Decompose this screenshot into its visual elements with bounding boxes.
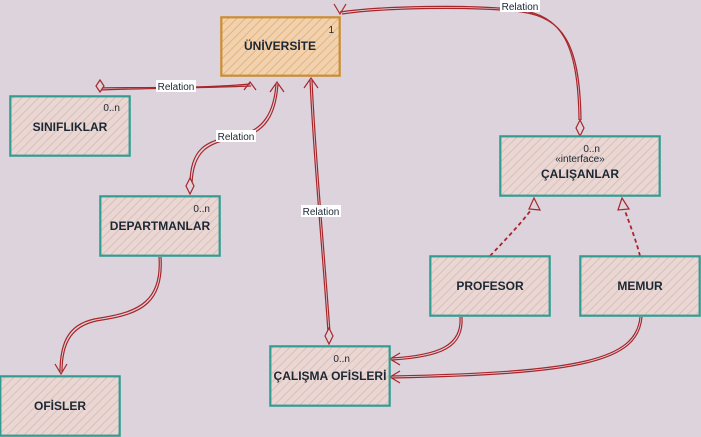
node-title: PROFESOR	[456, 279, 524, 293]
node-ofisler[interactable]: OFİSLER	[0, 375, 121, 437]
node-title: MEMUR	[617, 279, 663, 293]
node-calisma-ofisleri[interactable]: 0..n ÇALIŞMA OFİSLERİ	[269, 345, 391, 407]
node-memur[interactable]: MEMUR	[579, 255, 701, 317]
node-title: DEPARTMANLAR	[110, 219, 211, 233]
edge-label-universite-calisma: Relation	[301, 205, 341, 218]
node-title: ÇALIŞMA OFİSLERİ	[274, 368, 387, 383]
node-multiplicity: 0..n	[583, 144, 600, 155]
node-multiplicity: 0..n	[193, 204, 210, 215]
node-multiplicity: 0..n	[103, 103, 120, 114]
node-profesor[interactable]: PROFESOR	[429, 255, 551, 317]
edge-profesor-calisma[interactable]	[388, 316, 463, 366]
edge-universite-calisma[interactable]	[303, 76, 334, 346]
edge-departmanlar-ofisler[interactable]	[54, 256, 162, 376]
edge-memur-calisanlar[interactable]	[617, 196, 641, 257]
edge-label-universite-calisanlar: Relation	[500, 0, 540, 13]
edge-memur-calisma[interactable]	[388, 316, 643, 384]
node-stereotype: «interface»	[555, 154, 605, 165]
node-multiplicity: 0..n	[333, 354, 350, 365]
node-title: SINIFLIKLAR	[33, 120, 108, 134]
edge-label-text: Relation	[158, 82, 195, 93]
edge-label-text: Relation	[218, 132, 255, 143]
edge-label-universite-siniflar: Relation	[156, 80, 196, 93]
node-siniflar[interactable]: 0..n SINIFLIKLAR	[9, 95, 131, 157]
node-multiplicity: 1	[328, 25, 334, 36]
node-title: ÇALIŞANLAR	[541, 167, 619, 181]
node-departmanlar[interactable]: 0..n DEPARTMANLAR	[99, 195, 221, 257]
edge-labels: Relation Relation Relation Relation	[156, 0, 540, 218]
edge-universite-calisanlar[interactable]	[333, 3, 585, 138]
node-title: ÜNİVERSİTE	[244, 38, 316, 53]
node-title: OFİSLER	[34, 398, 86, 413]
node-universite[interactable]: 1 ÜNİVERSİTE	[220, 16, 341, 77]
edge-label-text: Relation	[502, 2, 539, 13]
edge-label-universite-departmanlar: Relation	[216, 130, 256, 143]
node-calisanlar[interactable]: 0..n «interface» ÇALIŞANLAR	[499, 135, 661, 197]
edge-profesor-calisanlar[interactable]	[489, 196, 542, 257]
edge-label-text: Relation	[303, 207, 340, 218]
